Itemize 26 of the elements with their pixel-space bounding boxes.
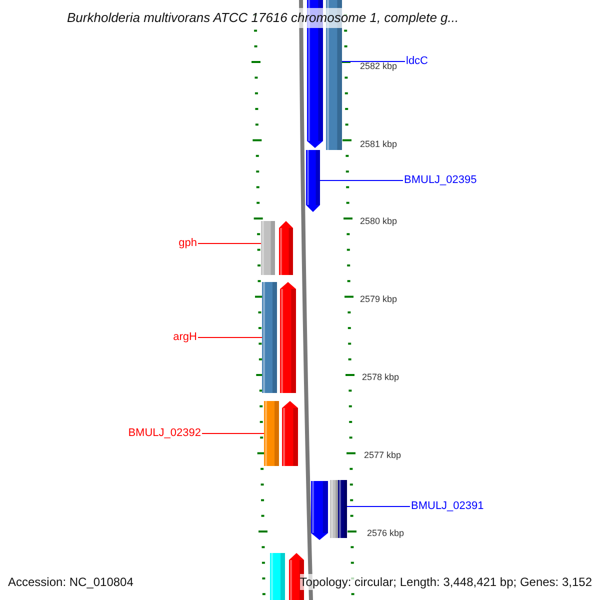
leader-line xyxy=(342,61,406,62)
accession-note: Accession: NC_010804 xyxy=(8,574,134,590)
scale-label: 2576 kbp xyxy=(367,527,404,539)
leader-line xyxy=(346,506,410,507)
gene-bar xyxy=(264,401,279,466)
gene-label: ldcC xyxy=(406,54,446,69)
gene-bar xyxy=(261,221,275,275)
leader-line xyxy=(198,243,262,244)
gene-label: BMULJ_02391 xyxy=(411,499,491,514)
scale-label: 2577 kbp xyxy=(364,449,402,461)
scale-label: 2580 kbp xyxy=(360,215,398,227)
scale-label: 2579 kbp xyxy=(360,293,398,305)
scale-label: 2581 kbp xyxy=(360,138,398,150)
scale-label: 2582 kbp xyxy=(360,60,398,72)
gene-label: argH xyxy=(140,330,197,345)
leader-line xyxy=(320,180,404,181)
gene-label: gph xyxy=(150,236,197,251)
gene-label: BMULJ_02395 xyxy=(404,173,484,188)
leader-line xyxy=(198,337,262,338)
gene-bar xyxy=(306,150,320,212)
genome-summary: Topology: circular; Length: 3,448,421 bp; Genes: 3,152 xyxy=(300,574,592,590)
gene-label: BMULJ_02392 xyxy=(120,426,201,441)
scale-label: 2578 kbp xyxy=(362,371,400,383)
gene-bar xyxy=(262,282,277,393)
gene-bar xyxy=(338,480,347,538)
leader-line xyxy=(202,433,264,434)
